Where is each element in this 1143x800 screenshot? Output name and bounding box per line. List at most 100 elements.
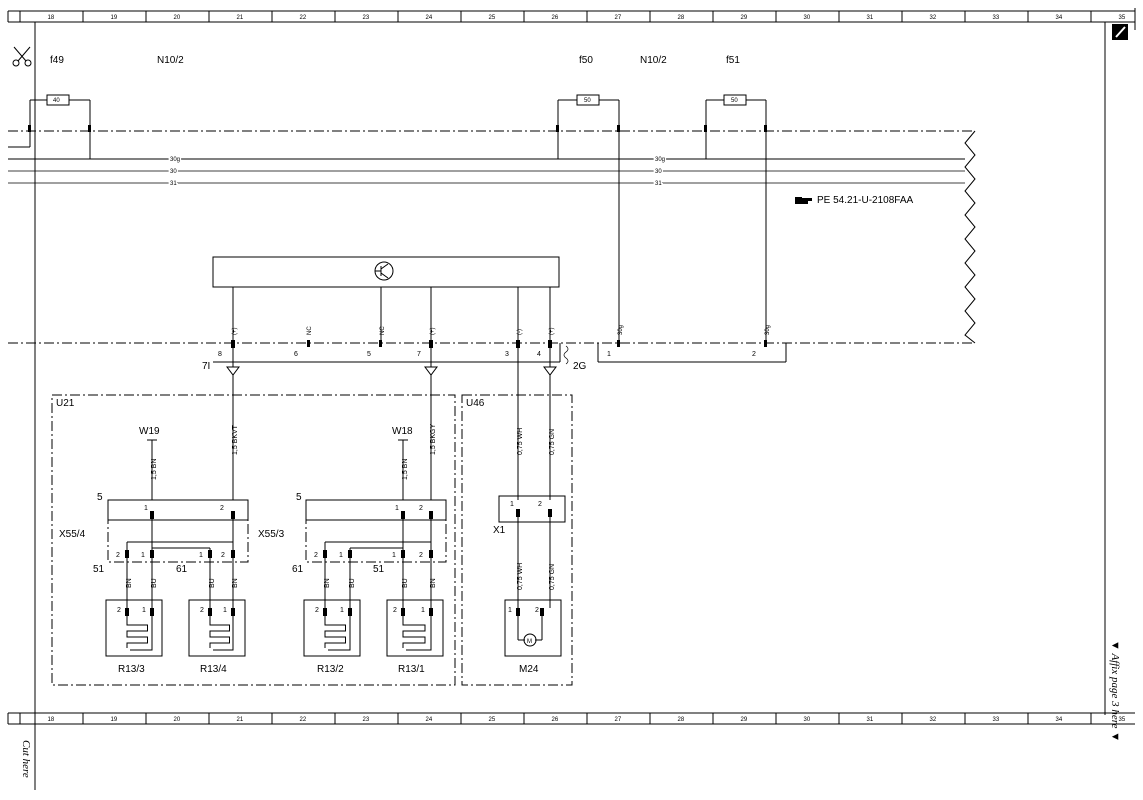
affix-text: ▼ Affix page 3 here ▼: [1109, 640, 1121, 742]
ruler-bottom-col-19: 19: [111, 717, 118, 723]
motor-icon: [523, 633, 537, 647]
x55-3-pin61: 61: [292, 564, 304, 575]
connector-2G: [597, 340, 787, 363]
signal-7: (+): [430, 327, 436, 335]
bus-30: 30 30: [8, 168, 965, 177]
ruler-top-col-21: 21: [237, 15, 244, 21]
ruler-top-col-30: 30: [804, 15, 811, 21]
x55-3-pin5: 5: [296, 492, 302, 503]
svg-text:2: 2: [200, 607, 204, 614]
heating-coil-icon: [209, 616, 234, 651]
svg-text:1: 1: [223, 607, 227, 614]
wire-bu-1: BU: [151, 578, 158, 588]
signal-2: 30g: [765, 325, 771, 335]
ruler-bottom-col-34: 34: [1056, 717, 1063, 723]
fuse-label-f49: f49: [50, 55, 64, 66]
x55-3-top-pin2: 2: [419, 505, 423, 512]
transistor-icon: [374, 261, 394, 281]
ruler-bottom-col-30: 30: [804, 717, 811, 723]
ruler-bottom-col-27: 27: [615, 717, 622, 723]
connector-x55-4: [107, 499, 249, 563]
signal-5: NC: [380, 326, 386, 335]
heater-label-r13-3: R13/3: [118, 664, 145, 675]
signal-6: NC: [307, 326, 313, 335]
bus-30g: 30g 30g: [8, 156, 965, 165]
ruler-bottom-col-23: 23: [363, 717, 370, 723]
heating-coil-icon: [324, 616, 351, 651]
ruler-top-col-19: 19: [111, 15, 118, 21]
ruler-top-col-35: 35: [1119, 15, 1126, 21]
svg-text:1: 1: [142, 607, 146, 614]
x55-4-pin61: 61: [176, 564, 188, 575]
ruler-top-col-23: 23: [363, 15, 370, 21]
connector-label-2G: 2G: [573, 361, 587, 372]
svg-text:50: 50: [731, 98, 738, 104]
signal-1: 30g: [618, 325, 624, 335]
ruler-bottom-col-31: 31: [867, 717, 874, 723]
ruler-bottom-col-32: 32: [930, 717, 937, 723]
w19-label: W19: [139, 426, 160, 437]
grid-ruler-bottom: [7, 712, 1135, 725]
ruler-bottom-col-28: 28: [678, 717, 685, 723]
heating-coil-icon: [126, 616, 153, 651]
ruler-top-col-31: 31: [867, 15, 874, 21]
svg-text:1: 1: [340, 607, 344, 614]
svg-text:30g: 30g: [655, 157, 665, 163]
heater-wires: [126, 558, 432, 608]
x55-4-bot-pin1a: 1: [141, 552, 145, 559]
motor-m24: M: [504, 599, 562, 657]
control-unit-box: [212, 256, 560, 288]
svg-text:31: 31: [170, 181, 177, 187]
ruler-bottom-col-20: 20: [174, 717, 181, 723]
u21-box: [51, 394, 456, 686]
ruler-top-col-20: 20: [174, 15, 181, 21]
reference-text: PE 54.21-U-2108FAA: [817, 195, 913, 206]
svg-text:1: 1: [421, 607, 425, 614]
wire-bkvt: 1,5 BKVT: [232, 424, 239, 455]
ruler-bottom-col-26: 26: [552, 717, 559, 723]
pin-3: 3: [505, 351, 509, 358]
svg-text:31: 31: [655, 181, 662, 187]
x55-4-top-pin1: 1: [144, 505, 148, 512]
shield-squiggle: [563, 345, 569, 365]
x1-pin1: 1: [510, 501, 514, 508]
m24-label: M24: [519, 664, 539, 675]
fuse-f51: 50: [705, 94, 767, 130]
svg-text:2: 2: [117, 607, 121, 614]
ruler-bottom-col-21: 21: [237, 717, 244, 723]
ruler-top-col-33: 33: [993, 15, 1000, 21]
m24-pin1: 1: [508, 607, 512, 614]
u46-box: [461, 394, 573, 686]
pin-4: 4: [537, 351, 541, 358]
svg-text:30g: 30g: [170, 157, 180, 163]
x55-3-bot-pin1b: 1: [392, 552, 396, 559]
wire-bn-4: BN: [430, 578, 437, 588]
heater-label-r13-4: R13/4: [200, 664, 227, 675]
module-label-left: N10/2: [157, 55, 184, 66]
svg-text:2: 2: [315, 607, 319, 614]
grid-ruler-top: [7, 10, 1135, 23]
fuse-label-f51: f51: [726, 55, 740, 66]
wire-bu-2: BU: [209, 578, 216, 588]
fuse-label-f50: f50: [579, 55, 593, 66]
reference-pointer: PE 54.21-U-2108FAA: [795, 195, 913, 206]
pin-8: 8: [218, 351, 222, 358]
pointing-hand-icon: [795, 197, 812, 204]
wire-bu-4: BU: [402, 578, 409, 588]
connector-x1: [498, 495, 566, 523]
x55-3-pin51: 51: [373, 564, 385, 575]
fuse-f49: 40: [29, 94, 91, 130]
pin-2: 2: [752, 351, 756, 358]
ruler-top-col-29: 29: [741, 15, 748, 21]
signal-4: (+): [549, 327, 555, 335]
ruler-top-col-28: 28: [678, 15, 685, 21]
wire-bn-1: BN: [126, 578, 133, 588]
x1-pin2: 2: [538, 501, 542, 508]
svg-text:50: 50: [584, 98, 591, 104]
pin-7: 7: [417, 351, 421, 358]
svg-text:40: 40: [53, 98, 60, 104]
ruler-top-col-22: 22: [300, 15, 307, 21]
